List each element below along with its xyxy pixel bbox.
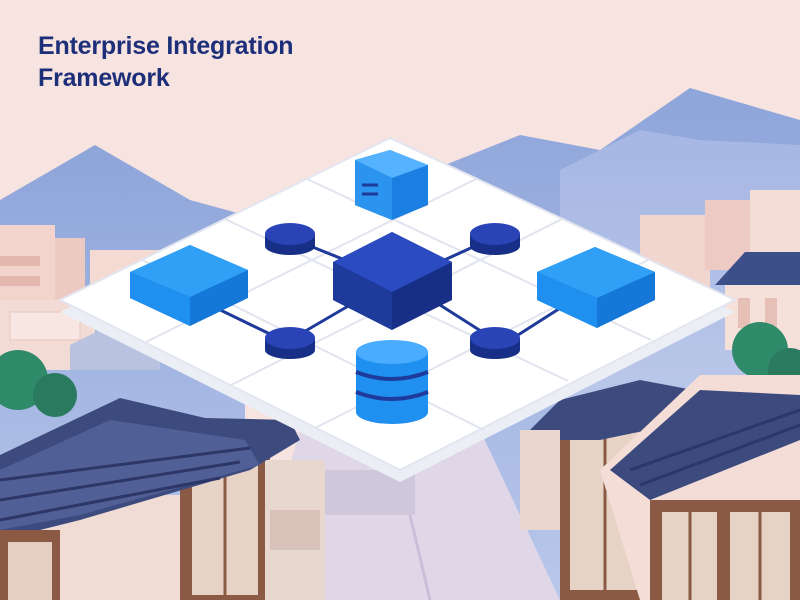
connector-node-icon xyxy=(265,223,315,255)
right-hanok xyxy=(520,375,800,600)
connector-node-icon xyxy=(470,223,520,255)
page-title: Enterprise Integration Framework xyxy=(38,30,294,94)
connector-node-icon xyxy=(470,327,520,359)
central-hub-cube-icon xyxy=(333,232,452,330)
left-hanok xyxy=(0,398,325,600)
service-block-icon xyxy=(537,247,655,328)
service-block-icon xyxy=(130,245,248,326)
title-line-2: Framework xyxy=(38,64,170,92)
database-cylinder-icon xyxy=(355,340,429,424)
connector-node-icon xyxy=(265,327,315,359)
document-cube-icon xyxy=(355,150,428,220)
title-line-1: Enterprise Integration xyxy=(38,32,294,60)
